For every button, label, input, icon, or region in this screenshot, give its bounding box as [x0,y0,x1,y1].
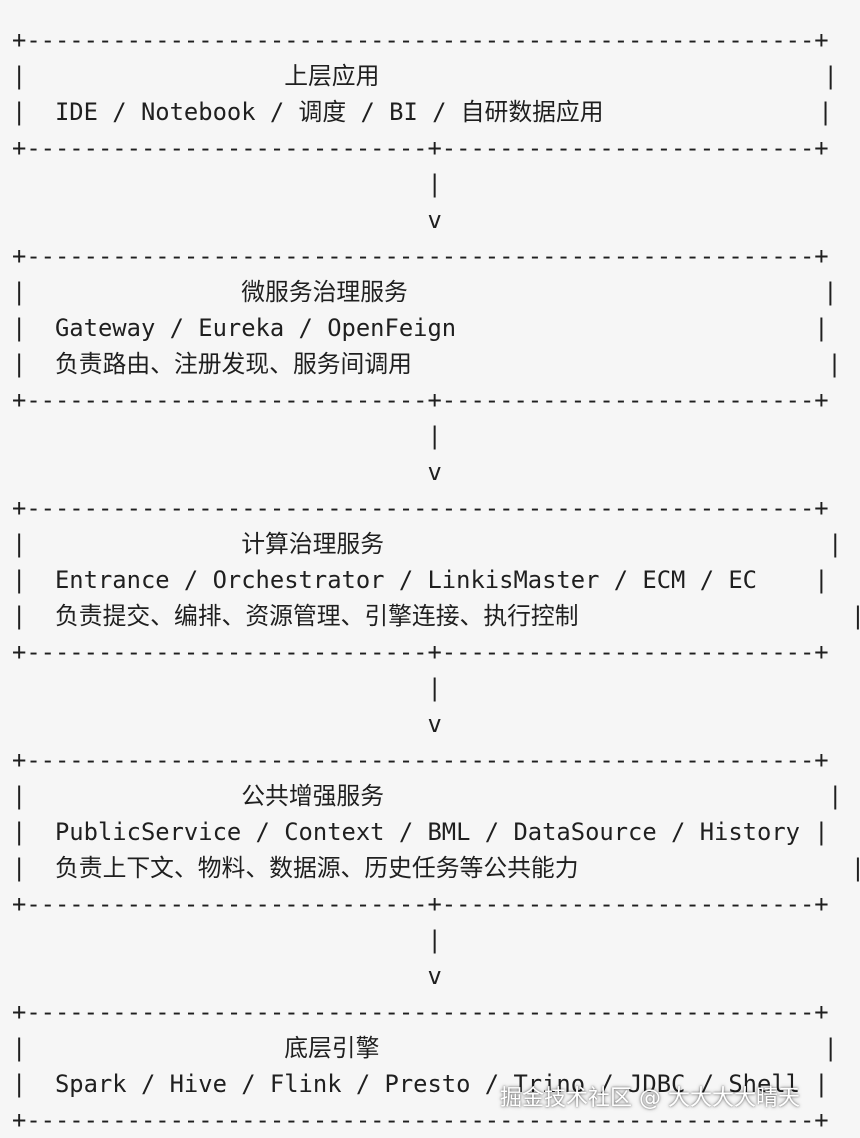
diagram-line: +----------------------------+----------… [12,386,829,414]
diagram-line: +---------------------------------------… [12,998,829,1026]
diagram-line: +---------------------------------------… [12,494,829,522]
diagram-line: | 负责路由、注册发现、服务间调用 | [12,350,842,378]
diagram-line: +---------------------------------------… [12,26,829,54]
diagram-line: | [12,926,442,954]
watermark: 掘金技术社区 @ 大大大大晴天 [500,1086,800,1111]
diagram-line: +---------------------------------------… [12,746,829,774]
diagram-line: | Gateway / Eureka / OpenFeign | [12,314,829,342]
diagram-line: | 负责提交、编排、资源管理、引擎连接、执行控制 | [12,602,860,630]
diagram-line: | PublicService / Context / BML / DataSo… [12,818,829,846]
diagram-line: | [12,422,442,450]
diagram-line: | [12,170,442,198]
diagram-line: +----------------------------+----------… [12,638,829,666]
diagram-line: v [12,962,442,990]
diagram-line: +---------------------------------------… [12,242,829,270]
diagram-line: | 计算治理服务 | [12,530,843,558]
diagram-line: v [12,710,442,738]
diagram-line: | 微服务治理服务 | [12,278,838,306]
diagram-line: v [12,458,442,486]
diagram-line: v [12,206,442,234]
diagram-line: | Spark / Hive / Flink / Presto / Trino … [12,1070,829,1098]
diagram-line: | 负责上下文、物料、数据源、历史任务等公共能力 | [12,854,860,882]
diagram-line: +---------------------------------------… [12,1106,829,1134]
diagram-line: | 底层引擎 | [12,1034,838,1062]
diagram-line: | 公共增强服务 | [12,782,843,810]
diagram-line: +----------------------------+----------… [12,890,829,918]
diagram-line: | IDE / Notebook / 调度 / BI / 自研数据应用 | [12,98,833,126]
diagram-line: +----------------------------+----------… [12,134,829,162]
diagram-line: | Entrance / Orchestrator / LinkisMaster… [12,566,829,594]
diagram-line: | [12,674,442,702]
diagram-line: | 上层应用 | [12,62,838,90]
